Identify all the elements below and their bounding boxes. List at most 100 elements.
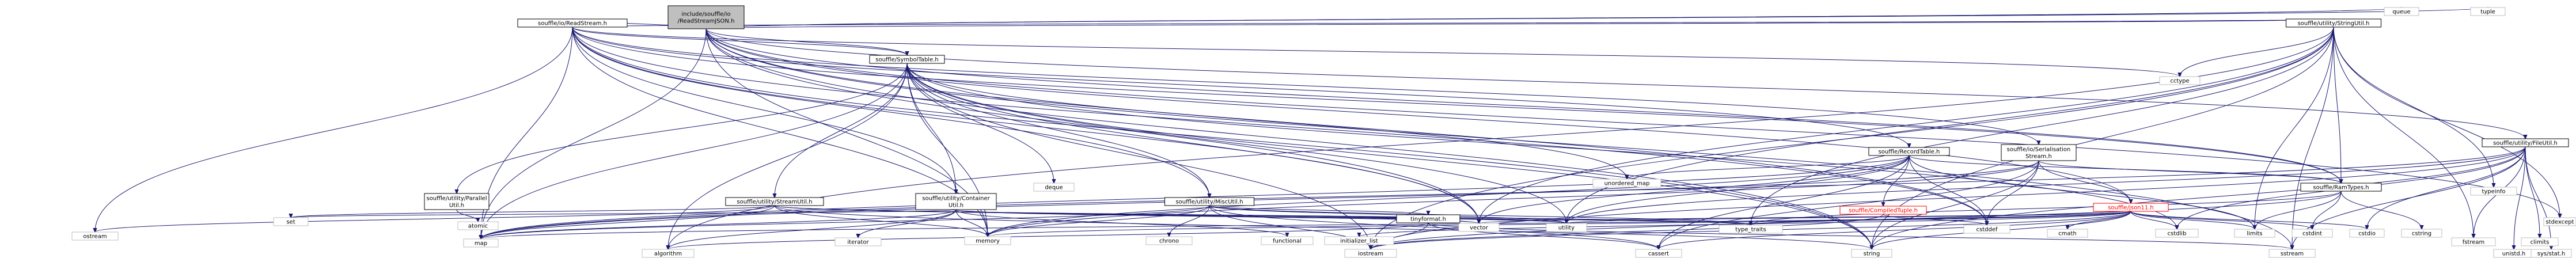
node-recordtable[interactable]: souffle/RecordTable.h [1868, 147, 1950, 156]
node-label: memory [976, 238, 1000, 245]
edge-symboltable-to-vector [906, 63, 1479, 223]
node-ostream: ostream [71, 231, 119, 241]
node-box [2349, 229, 2385, 238]
node-label: souffle/CompiledTuple.h [1849, 208, 1918, 214]
edge-symboltable-to-cstdlib [906, 63, 2177, 229]
node-vector: vector [1458, 223, 1500, 232]
edge-fileutil-to-iostream [1371, 146, 2526, 249]
node-box [2047, 229, 2088, 238]
edge-symboltable-to-iostream [906, 63, 1371, 249]
node-box [1324, 236, 1394, 245]
node-box [2234, 229, 2275, 238]
node-miscutil[interactable]: souffle/utility/MiscUtil.h [1164, 197, 1254, 206]
node-label: algorithm [654, 251, 682, 257]
edge-symboltable-to-memory [906, 63, 988, 237]
edge-streamutil-to-vector [774, 205, 1479, 223]
edge-tinyformat-to-cassert [1428, 222, 1659, 249]
node-box [642, 249, 695, 258]
edge-ramtypes-to-type_traits [1751, 191, 2342, 225]
node-chrono: chrono [1145, 236, 1193, 245]
edge-fileutil-to-map [481, 146, 2526, 239]
node-box [71, 231, 119, 241]
node-label: typeinfo [2482, 189, 2505, 195]
node-label: map [475, 241, 487, 247]
node-box [2384, 7, 2419, 16]
node-label: Util.h [949, 203, 963, 209]
node-sysstat: sys/stat.h [2531, 249, 2572, 258]
node-box [2543, 217, 2576, 226]
node-box [2159, 76, 2201, 85]
edge-readstream-to-miscutil [572, 26, 1209, 198]
edge-stringutil-to-type_traits [1751, 26, 2334, 225]
node-box [2292, 229, 2333, 238]
node-iostream: iostream [1344, 249, 1397, 258]
node-cstddef: cstddef [1963, 225, 2010, 234]
node-label: /ReadStreamJSON.h [678, 18, 735, 25]
edge-readstream-to-ostream [95, 26, 573, 232]
node-box [1635, 249, 1682, 258]
edge-containerutil-to-memory [955, 209, 988, 237]
node-cstdio: cstdio [2349, 229, 2385, 238]
node-box [517, 18, 628, 28]
edges-layer [95, 7, 2560, 249]
node-label: deque [1045, 185, 1063, 191]
node-box [1145, 236, 1193, 245]
node-symboltable[interactable]: souffle/SymbolTable.h [869, 55, 945, 64]
node-label: fstream [2463, 240, 2485, 246]
edge-stringutil-to-ramtypes [2333, 26, 2341, 183]
edge-stringutil-to-vector [1479, 26, 2334, 223]
node-label: Stream.h [2025, 154, 2052, 160]
node-box [964, 236, 1011, 245]
nodes-layer: include/souffle/io/ReadStreamJSON.h souff… [71, 5, 2576, 258]
node-root[interactable]: include/souffle/io/ReadStreamJSON.h [667, 5, 745, 29]
node-json11[interactable]: souffle/json11.h [2093, 203, 2169, 212]
node-label: vector [1470, 225, 1489, 231]
edge-readstream-to-cctype [572, 26, 2180, 77]
node-tinyformat[interactable]: tinyformat.h [1396, 214, 1460, 223]
node-box [2470, 7, 2506, 16]
node-label: tinyformat.h [1410, 217, 1446, 223]
edge-serialisation-to-cstddef [1987, 160, 2039, 225]
node-label: Util.h [449, 203, 464, 209]
node-label: ostream [83, 234, 107, 240]
node-fileutil[interactable]: souffle/utility/FileUtil.h [2482, 138, 2569, 147]
edge-containerutil-to-set [291, 209, 957, 218]
node-set: set [273, 217, 309, 226]
node-box [834, 237, 882, 246]
node-box [2268, 249, 2316, 258]
edge-symboltable-to-unordered_map [906, 63, 1627, 179]
node-streamutil[interactable]: souffle/utility/StreamUtil.h [725, 197, 824, 206]
node-compiledtuple[interactable]: souffle/CompiledTuple.h [1839, 206, 1927, 215]
edge-json11-to-cstdlib [2130, 211, 2177, 229]
edge-containerutil-to-map [481, 209, 957, 239]
node-box [667, 5, 745, 29]
node-label: cctype [2170, 78, 2189, 85]
edge-symboltable-to-map [481, 63, 908, 239]
node-stringutil[interactable]: souffle/utility/StringUtil.h [2286, 18, 2381, 28]
node-label: souffle/RecordTable.h [1879, 149, 1940, 155]
node-label: souffle/utility/Container [922, 196, 990, 202]
node-label: include/souffle/io [681, 12, 730, 18]
edge-json11-to-cmath [2067, 211, 2131, 229]
node-label: souffle/utility/StreamUtil.h [737, 199, 812, 206]
node-string: string [1851, 249, 1892, 258]
node-box [457, 221, 499, 230]
edge-ramtypes-to-iostream [1371, 191, 2342, 249]
edge-readstream-to-ramtypes [572, 26, 2341, 183]
node-label: souffle/utility/Parallel [426, 196, 487, 202]
node-iterator: iterator [834, 237, 882, 246]
node-readstream[interactable]: souffle/io/ReadStream.h [517, 18, 628, 28]
node-label: souffle/json11.h [2108, 205, 2154, 211]
edge-readstream-to-cstddef [572, 26, 1987, 225]
node-box [1546, 223, 1587, 232]
node-ramtypes[interactable]: souffle/RamTypes.h [2300, 183, 2382, 192]
edge-miscutil-to-utility [1209, 205, 1566, 223]
edge-json11-to-initializer_list [1359, 211, 2131, 237]
edge-serialisation-to-map [481, 160, 2039, 239]
edge-stringutil-to-utility [1566, 26, 2334, 223]
node-label: string [1864, 251, 1880, 257]
node-box [1164, 197, 1254, 206]
